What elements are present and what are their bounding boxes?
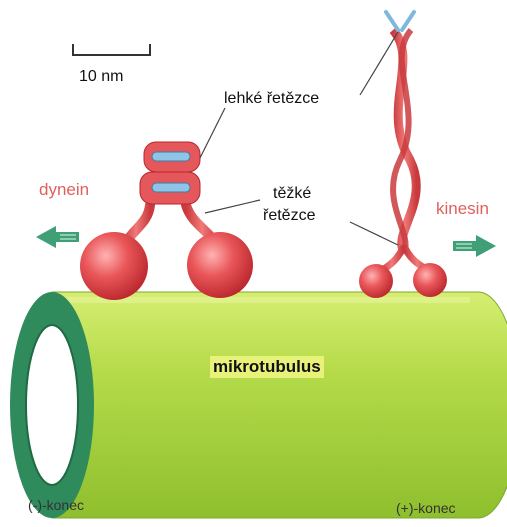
kinesin-head-right [413, 263, 447, 297]
dynein-head-right [187, 232, 253, 298]
arrow-right-icon [453, 235, 496, 257]
plus-end-label: (+)-konec [396, 500, 456, 516]
heavy-chains-label-line2: řetězce [263, 207, 315, 225]
dynein-head-left [80, 232, 148, 300]
light-chain-lower [152, 183, 190, 192]
light-chain-upper [152, 152, 190, 161]
microtubule-label: mikrotubulus [210, 356, 324, 378]
heavy-chains-label-line1: těžké [273, 185, 311, 203]
microtubule-lumen [26, 325, 78, 485]
dynein-motor [80, 142, 253, 300]
arrow-left-icon [36, 226, 79, 248]
light-chains-label: lehké řetězce [224, 90, 319, 108]
minus-end-label: (-)-konec [28, 497, 84, 513]
microtubule [10, 292, 507, 518]
scale-bar [73, 44, 150, 56]
kinesin-motor [359, 12, 447, 298]
scale-bar-label: 10 nm [79, 68, 123, 86]
dynein-label: dynein [39, 180, 89, 200]
kinesin-label: kinesin [436, 199, 489, 219]
kinesin-head-left [359, 264, 393, 298]
